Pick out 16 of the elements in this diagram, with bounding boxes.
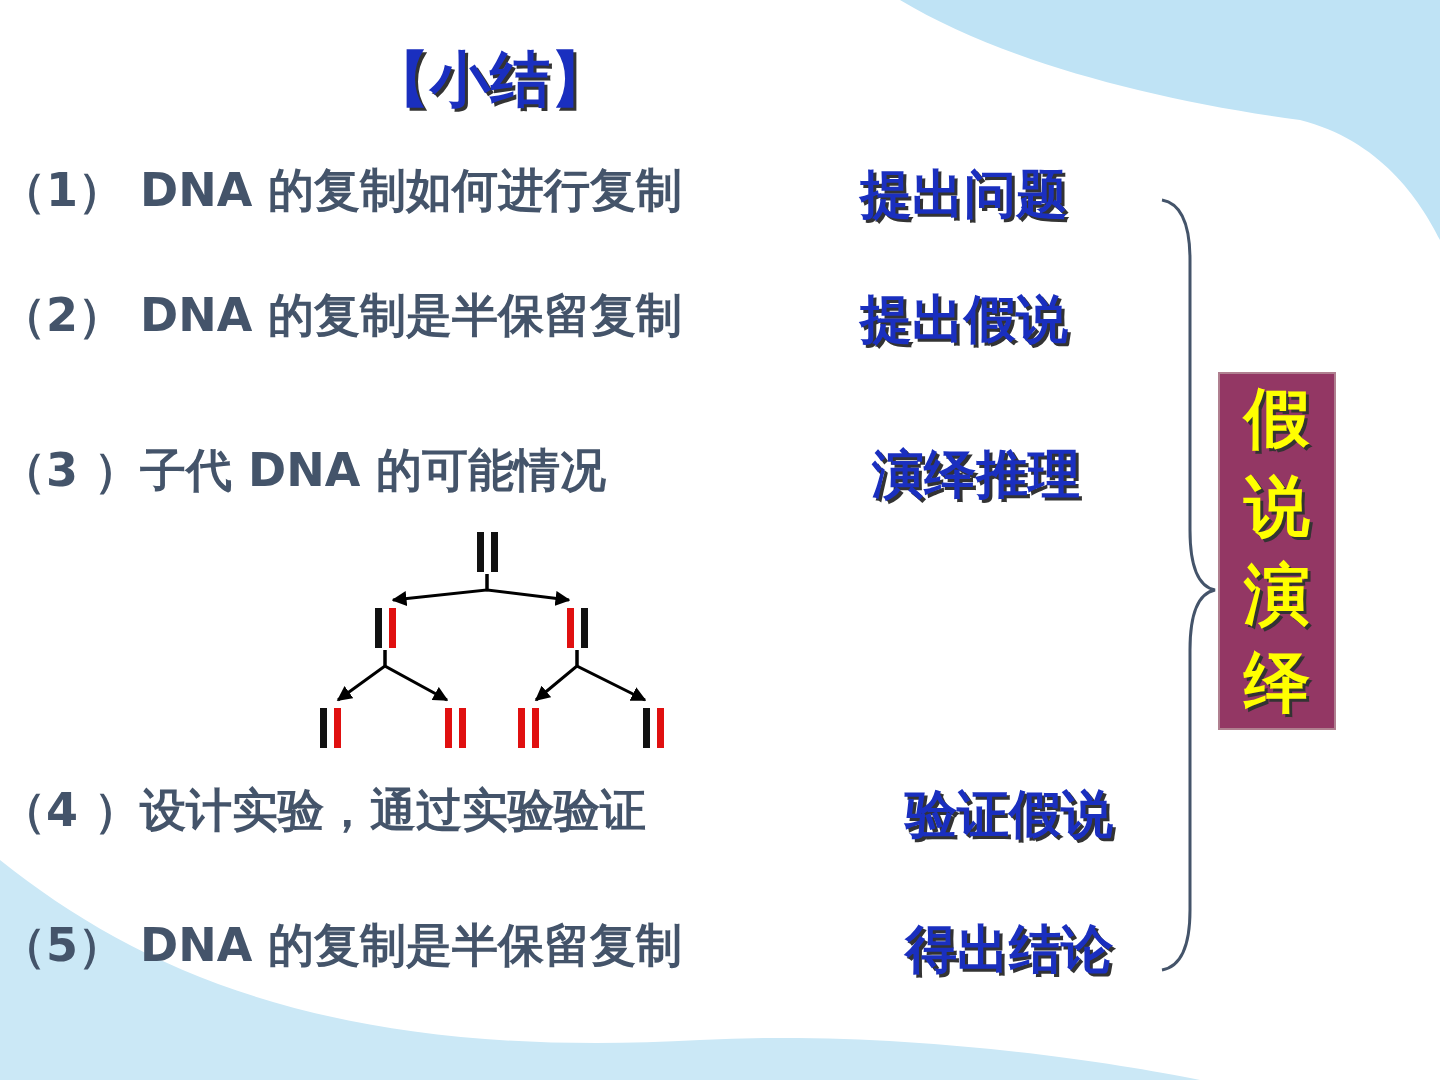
summary-point: （1） DNA 的复制如何进行复制 [0,162,683,219]
method-step-label: 提出假说 [860,288,1068,351]
method-step-label: 验证假说 [905,783,1113,846]
method-step-label: 得出结论 [905,918,1113,981]
method-step-label: 提出问题 [860,163,1068,226]
slide-title: 【小结】 [370,43,610,116]
method-box [1218,372,1336,730]
arrow [383,650,449,702]
summary-point: （2） DNA 的复制是半保留复制 [0,287,683,344]
arrow [485,574,571,606]
method-title: 假说演绎 [1242,379,1311,723]
summary-point: （5） DNA 的复制是半保留复制 [0,917,683,974]
method-step-label: 演绎推理 [872,443,1080,506]
summary-point: （4 ）设计实验，通过实验验证 [0,782,647,839]
arrow [575,650,647,702]
summary-point: （3 ）子代 DNA 的可能情况 [0,442,607,499]
